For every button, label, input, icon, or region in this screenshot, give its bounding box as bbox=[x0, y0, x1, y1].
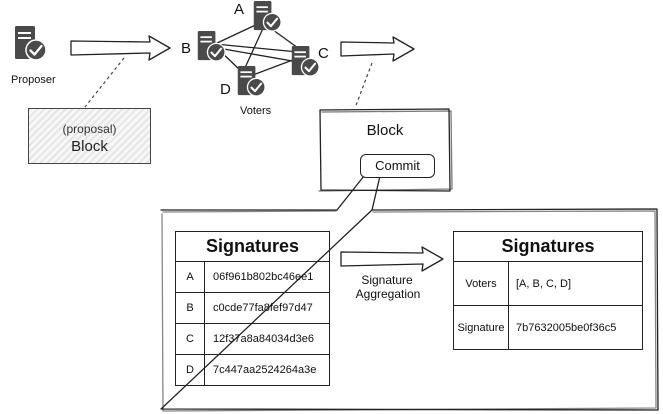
signature-key: A bbox=[175, 261, 205, 293]
signature-value: 7c447aa2524264a3e bbox=[204, 354, 330, 386]
signature-value: c0cde77fa8fef97d47 bbox=[204, 292, 330, 324]
dashed-connector-block bbox=[354, 62, 373, 109]
table-row: D 7c447aa2524264a3e bbox=[175, 354, 330, 386]
table-row: Voters [A, B, C, D] bbox=[453, 261, 643, 306]
signature-key: B bbox=[175, 292, 205, 324]
table-row: Signature 7b7632005be0f36c5 bbox=[453, 305, 643, 350]
voter-b-label: B bbox=[181, 40, 192, 57]
aggregation-label-line2: Aggregation bbox=[355, 287, 421, 301]
signatures-table: Signatures A 06f961b802bc46ee1 B c0cde77… bbox=[175, 231, 330, 386]
aggregation-arrow bbox=[340, 246, 444, 272]
dashed-connector-proposal bbox=[84, 57, 125, 108]
signature-key: Signature bbox=[453, 305, 509, 350]
aggregated-signatures-table: Signatures Voters [A, B, C, D] Signature… bbox=[453, 231, 643, 350]
proposer-server-icon bbox=[13, 25, 47, 61]
signature-value: 06f961b802bc46ee1 bbox=[204, 261, 330, 293]
arrow-voters-to-block bbox=[340, 36, 415, 62]
commit-callout bbox=[336, 175, 381, 211]
voter-c-server-icon bbox=[290, 45, 320, 77]
voter-b-server-icon bbox=[196, 30, 226, 62]
voters-key: Voters bbox=[453, 261, 509, 306]
signature-key: D bbox=[175, 354, 205, 386]
block-box bbox=[319, 108, 451, 192]
voter-d-label: D bbox=[220, 81, 231, 98]
proposal-small-label: (proposal) bbox=[62, 122, 117, 136]
table-row: A 06f961b802bc46ee1 bbox=[175, 261, 330, 293]
voter-a-label: A bbox=[234, 1, 245, 18]
signature-value: 7b7632005be0f36c5 bbox=[508, 305, 643, 350]
proposer-label: Proposer bbox=[11, 74, 56, 86]
voter-c-label: C bbox=[318, 45, 329, 62]
voters-value: [A, B, C, D] bbox=[508, 261, 643, 306]
commit-button[interactable]: Commit bbox=[360, 154, 435, 178]
voter-d-server-icon bbox=[236, 65, 266, 97]
proposal-block: (proposal) Block bbox=[28, 108, 151, 164]
aggregated-title: Signatures bbox=[453, 231, 643, 262]
signatures-title: Signatures bbox=[175, 231, 330, 262]
voters-label: Voters bbox=[240, 105, 272, 117]
proposal-block-title: Block bbox=[71, 138, 108, 155]
table-row: C 12f37a8a84034d3e6 bbox=[175, 323, 330, 355]
aggregation-label-line1: Signature bbox=[361, 273, 413, 287]
table-row: B c0cde77fa8fef97d47 bbox=[175, 292, 330, 324]
arrow-proposer-to-voters bbox=[70, 35, 171, 61]
voter-a-server-icon bbox=[252, 0, 282, 32]
signature-value: 12f37a8a84034d3e6 bbox=[204, 323, 330, 355]
signature-key: C bbox=[175, 323, 205, 355]
voter-connections bbox=[214, 21, 299, 79]
block-title: Block bbox=[366, 122, 404, 139]
